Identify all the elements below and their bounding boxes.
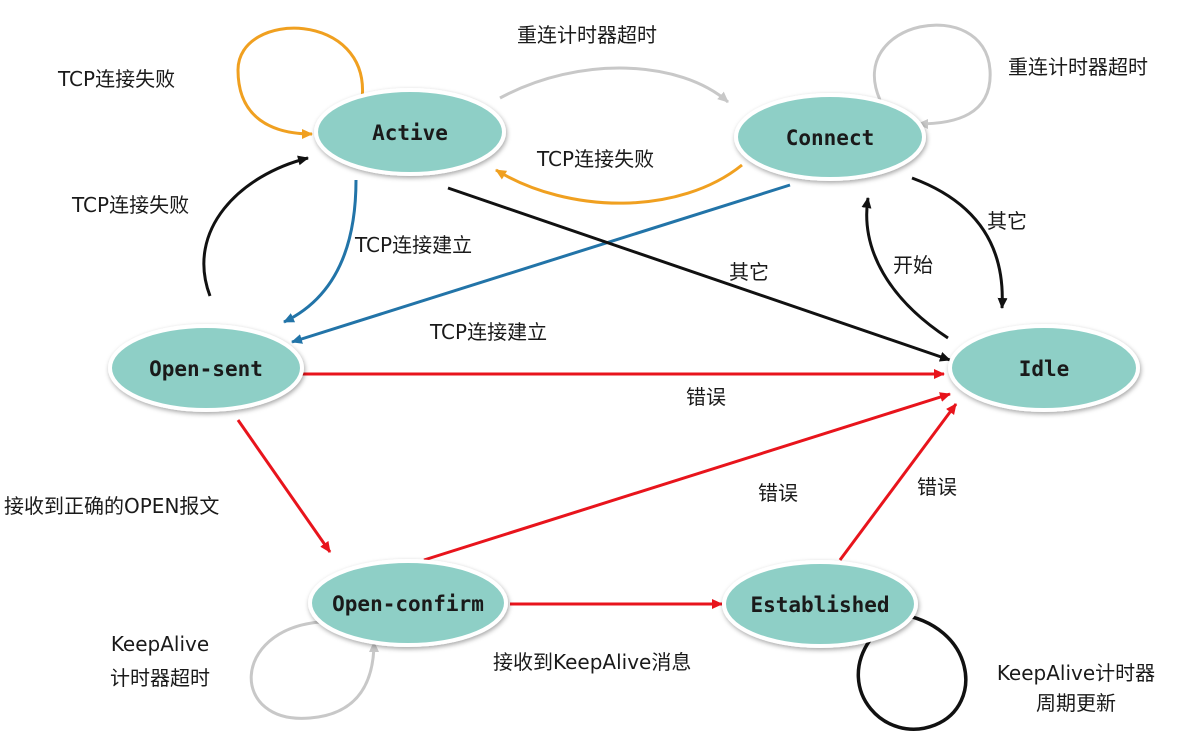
state-idle-ellipse — [948, 324, 1140, 412]
edge-connect-to-idle — [911, 176, 1008, 309]
edge-active-self-loop — [236, 26, 364, 139]
state-established: Established — [722, 560, 918, 648]
label-openconfirm-self-loop-line2: 计时器超时 — [110, 666, 210, 690]
label-opensent-to-openconfirm: 接收到正确的OPEN报文 — [4, 494, 219, 518]
state-open-confirm: Open-confirm — [308, 559, 508, 647]
state-established-label: Established — [750, 593, 889, 617]
state-open-sent-ellipse — [108, 324, 304, 412]
label-opensent-to-active: TCP连接失败 — [71, 193, 189, 217]
label-active-to-opensent: TCP连接建立 — [354, 233, 472, 257]
state-connect-ellipse — [734, 93, 926, 181]
state-open-sent: Open-sent — [108, 324, 304, 412]
state-connect-label: Connect — [786, 126, 875, 150]
state-established-ellipse — [722, 560, 918, 648]
edge-idle-to-connect — [861, 197, 949, 340]
label-idle-to-connect: 开始 — [893, 253, 933, 277]
label-connect-to-active: TCP连接失败 — [536, 147, 654, 171]
edge-opensent-to-openconfirm — [236, 419, 332, 553]
label-connect-to-opensent: TCP连接建立 — [429, 320, 547, 344]
label-openconfirm-to-established: 接收到KeepAlive消息 — [493, 650, 691, 674]
edge-active-to-idle — [447, 186, 951, 362]
label-connect-to-idle: 其它 — [987, 209, 1027, 233]
edge-active-to-connect — [499, 66, 729, 104]
label-active-to-connect: 重连计时器超时 — [517, 23, 657, 47]
label-openconfirm-to-idle: 错误 — [758, 481, 798, 505]
state-connect: Connect — [734, 93, 926, 181]
state-active-label: Active — [372, 121, 448, 145]
state-active: Active — [314, 88, 506, 176]
edge-connect-to-active — [495, 163, 743, 205]
edge-connect-to-opensent — [291, 183, 791, 344]
state-idle-label: Idle — [1019, 357, 1070, 381]
label-active-to-idle: 其它 — [729, 260, 769, 284]
edges — [202, 23, 1008, 731]
label-established-self-loop-line1: KeepAlive计时器 — [997, 661, 1155, 685]
state-open-confirm-ellipse — [308, 559, 508, 647]
edge-established-to-idle — [838, 403, 958, 561]
edge-labels: TCP连接失败 重连计时器超时 重连计时器超时 TCP连接失败 TCP连接失败 … — [4, 23, 1155, 715]
edge-openconfirm-to-idle — [423, 392, 951, 562]
state-active-ellipse — [314, 88, 506, 176]
label-established-to-idle: 错误 — [917, 475, 957, 499]
state-idle: Idle — [948, 324, 1140, 412]
label-opensent-to-idle: 错误 — [686, 385, 726, 409]
label-active-self-loop: TCP连接失败 — [57, 67, 175, 91]
state-open-sent-label: Open-sent — [149, 357, 263, 381]
edge-connect-self-loop — [872, 23, 992, 129]
label-connect-self-loop: 重连计时器超时 — [1008, 55, 1148, 79]
edge-established-self-loop — [856, 610, 968, 731]
state-open-confirm-label: Open-confirm — [332, 592, 484, 616]
edge-active-to-opensent — [283, 179, 358, 324]
label-openconfirm-self-loop-line1: KeepAlive — [111, 632, 209, 656]
edge-openconfirm-self-loop — [249, 620, 379, 720]
edge-opensent-to-active — [202, 155, 309, 297]
label-established-self-loop-line2: 周期更新 — [1036, 691, 1116, 715]
